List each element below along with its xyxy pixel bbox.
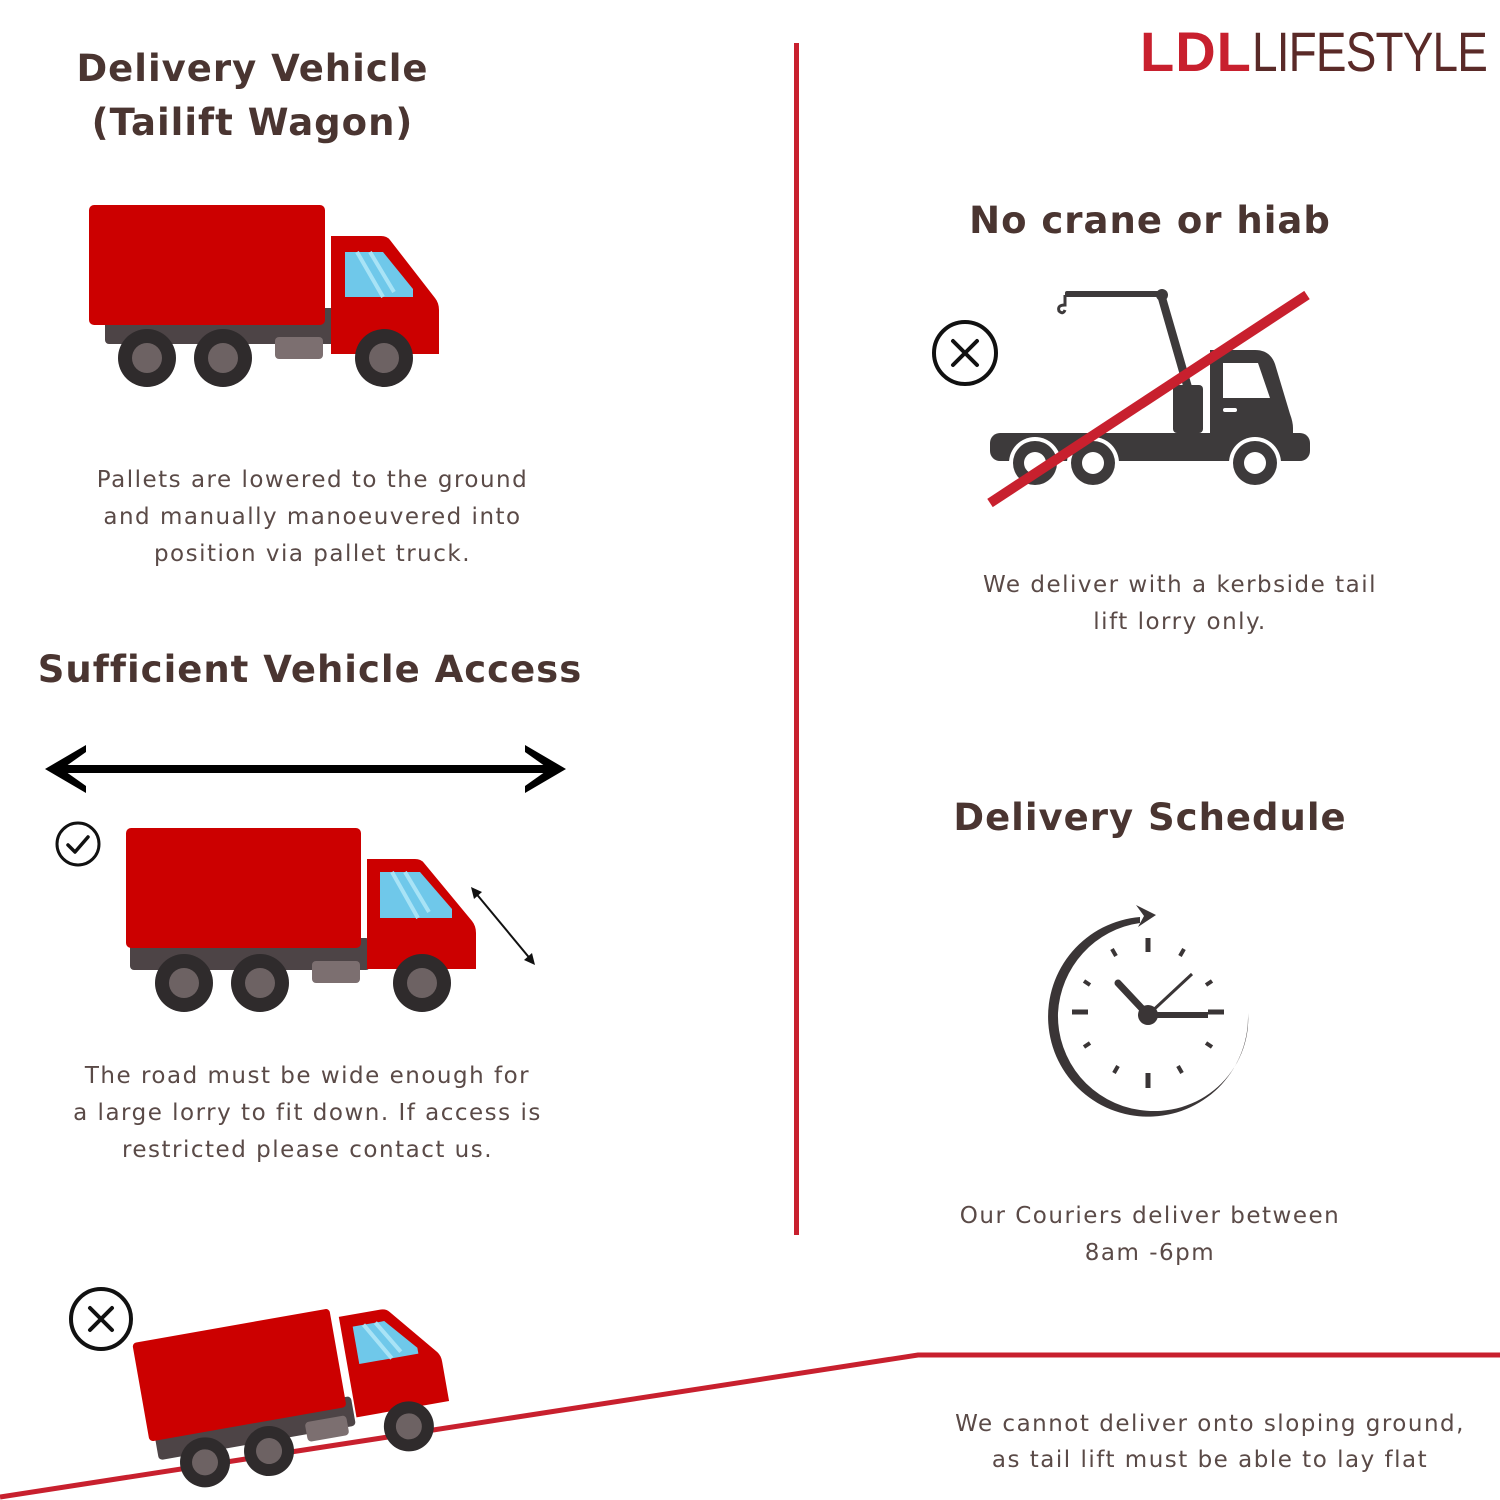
strike-through-line <box>987 290 1310 508</box>
truck-graphic <box>132 1309 450 1488</box>
text-line: restricted please contact us. <box>121 1137 494 1163</box>
text-line: as tail lift must be able to lay flat <box>991 1447 1429 1473</box>
text-line: We cannot deliver onto sloping ground, <box>955 1411 1465 1437</box>
access-truck-icon <box>126 828 476 1012</box>
delivery-schedule-description: Our Couriers deliver between 8am -6pm <box>900 1198 1400 1272</box>
sloping-ground-description: We cannot deliver onto sloping ground, a… <box>905 1406 1500 1478</box>
check-circle-icon <box>55 821 101 867</box>
text-line: and manually manoeuvered into <box>103 504 522 530</box>
delivery-vehicle-description: Pallets are lowered to the ground and ma… <box>40 462 585 573</box>
text-line: Our Couriers deliver between <box>959 1203 1341 1229</box>
sloped-truck-icon <box>132 1309 450 1488</box>
vehicle-access-description: The road must be wide enough for a large… <box>30 1058 585 1169</box>
width-arrow-icon <box>45 745 566 793</box>
crane-truck-crossed-icon <box>987 289 1310 508</box>
text-line: We deliver with a kerbside tail <box>983 572 1377 598</box>
text-line: 8am -6pm <box>1084 1240 1216 1266</box>
brand-logo-bold: LDL <box>1140 20 1252 83</box>
delivery-vehicle-title-line2: (Tailift Wagon) <box>91 101 414 144</box>
diagonal-measure-arrow-icon <box>471 887 535 965</box>
no-crane-title: No crane or hiab <box>969 199 1331 242</box>
truck-graphic <box>89 205 439 387</box>
vehicle-access-title: Sufficient Vehicle Access <box>37 648 583 691</box>
delivery-truck-icon <box>89 205 439 387</box>
cross-circle-icon <box>932 320 998 386</box>
delivery-schedule-title: Delivery Schedule <box>953 796 1347 839</box>
text-line: The road must be wide enough for <box>84 1063 531 1089</box>
brand-logo: LDLLIFESTYLE <box>1140 22 1500 82</box>
text-line: a large lorry to fit down. If access is <box>73 1100 542 1126</box>
text-line: Pallets are lowered to the ground <box>96 467 529 493</box>
cross-circle-icon <box>69 1287 133 1351</box>
text-line: position via pallet truck. <box>153 541 472 567</box>
text-line: lift lorry only. <box>1093 609 1267 635</box>
vertical-divider <box>794 43 799 1235</box>
clock-icon <box>1048 905 1249 1117</box>
delivery-vehicle-title-line1: Delivery Vehicle <box>76 47 429 90</box>
no-crane-description: We deliver with a kerbside tail lift lor… <box>925 567 1435 641</box>
truck-graphic <box>126 828 476 1012</box>
brand-logo-light: LIFESTYLE <box>1251 20 1488 83</box>
slope-ground-line <box>0 1352 1500 1500</box>
delivery-vehicle-title: Delivery Vehicle (Tailift Wagon) <box>0 42 505 150</box>
clock-graphic <box>1048 905 1249 1117</box>
